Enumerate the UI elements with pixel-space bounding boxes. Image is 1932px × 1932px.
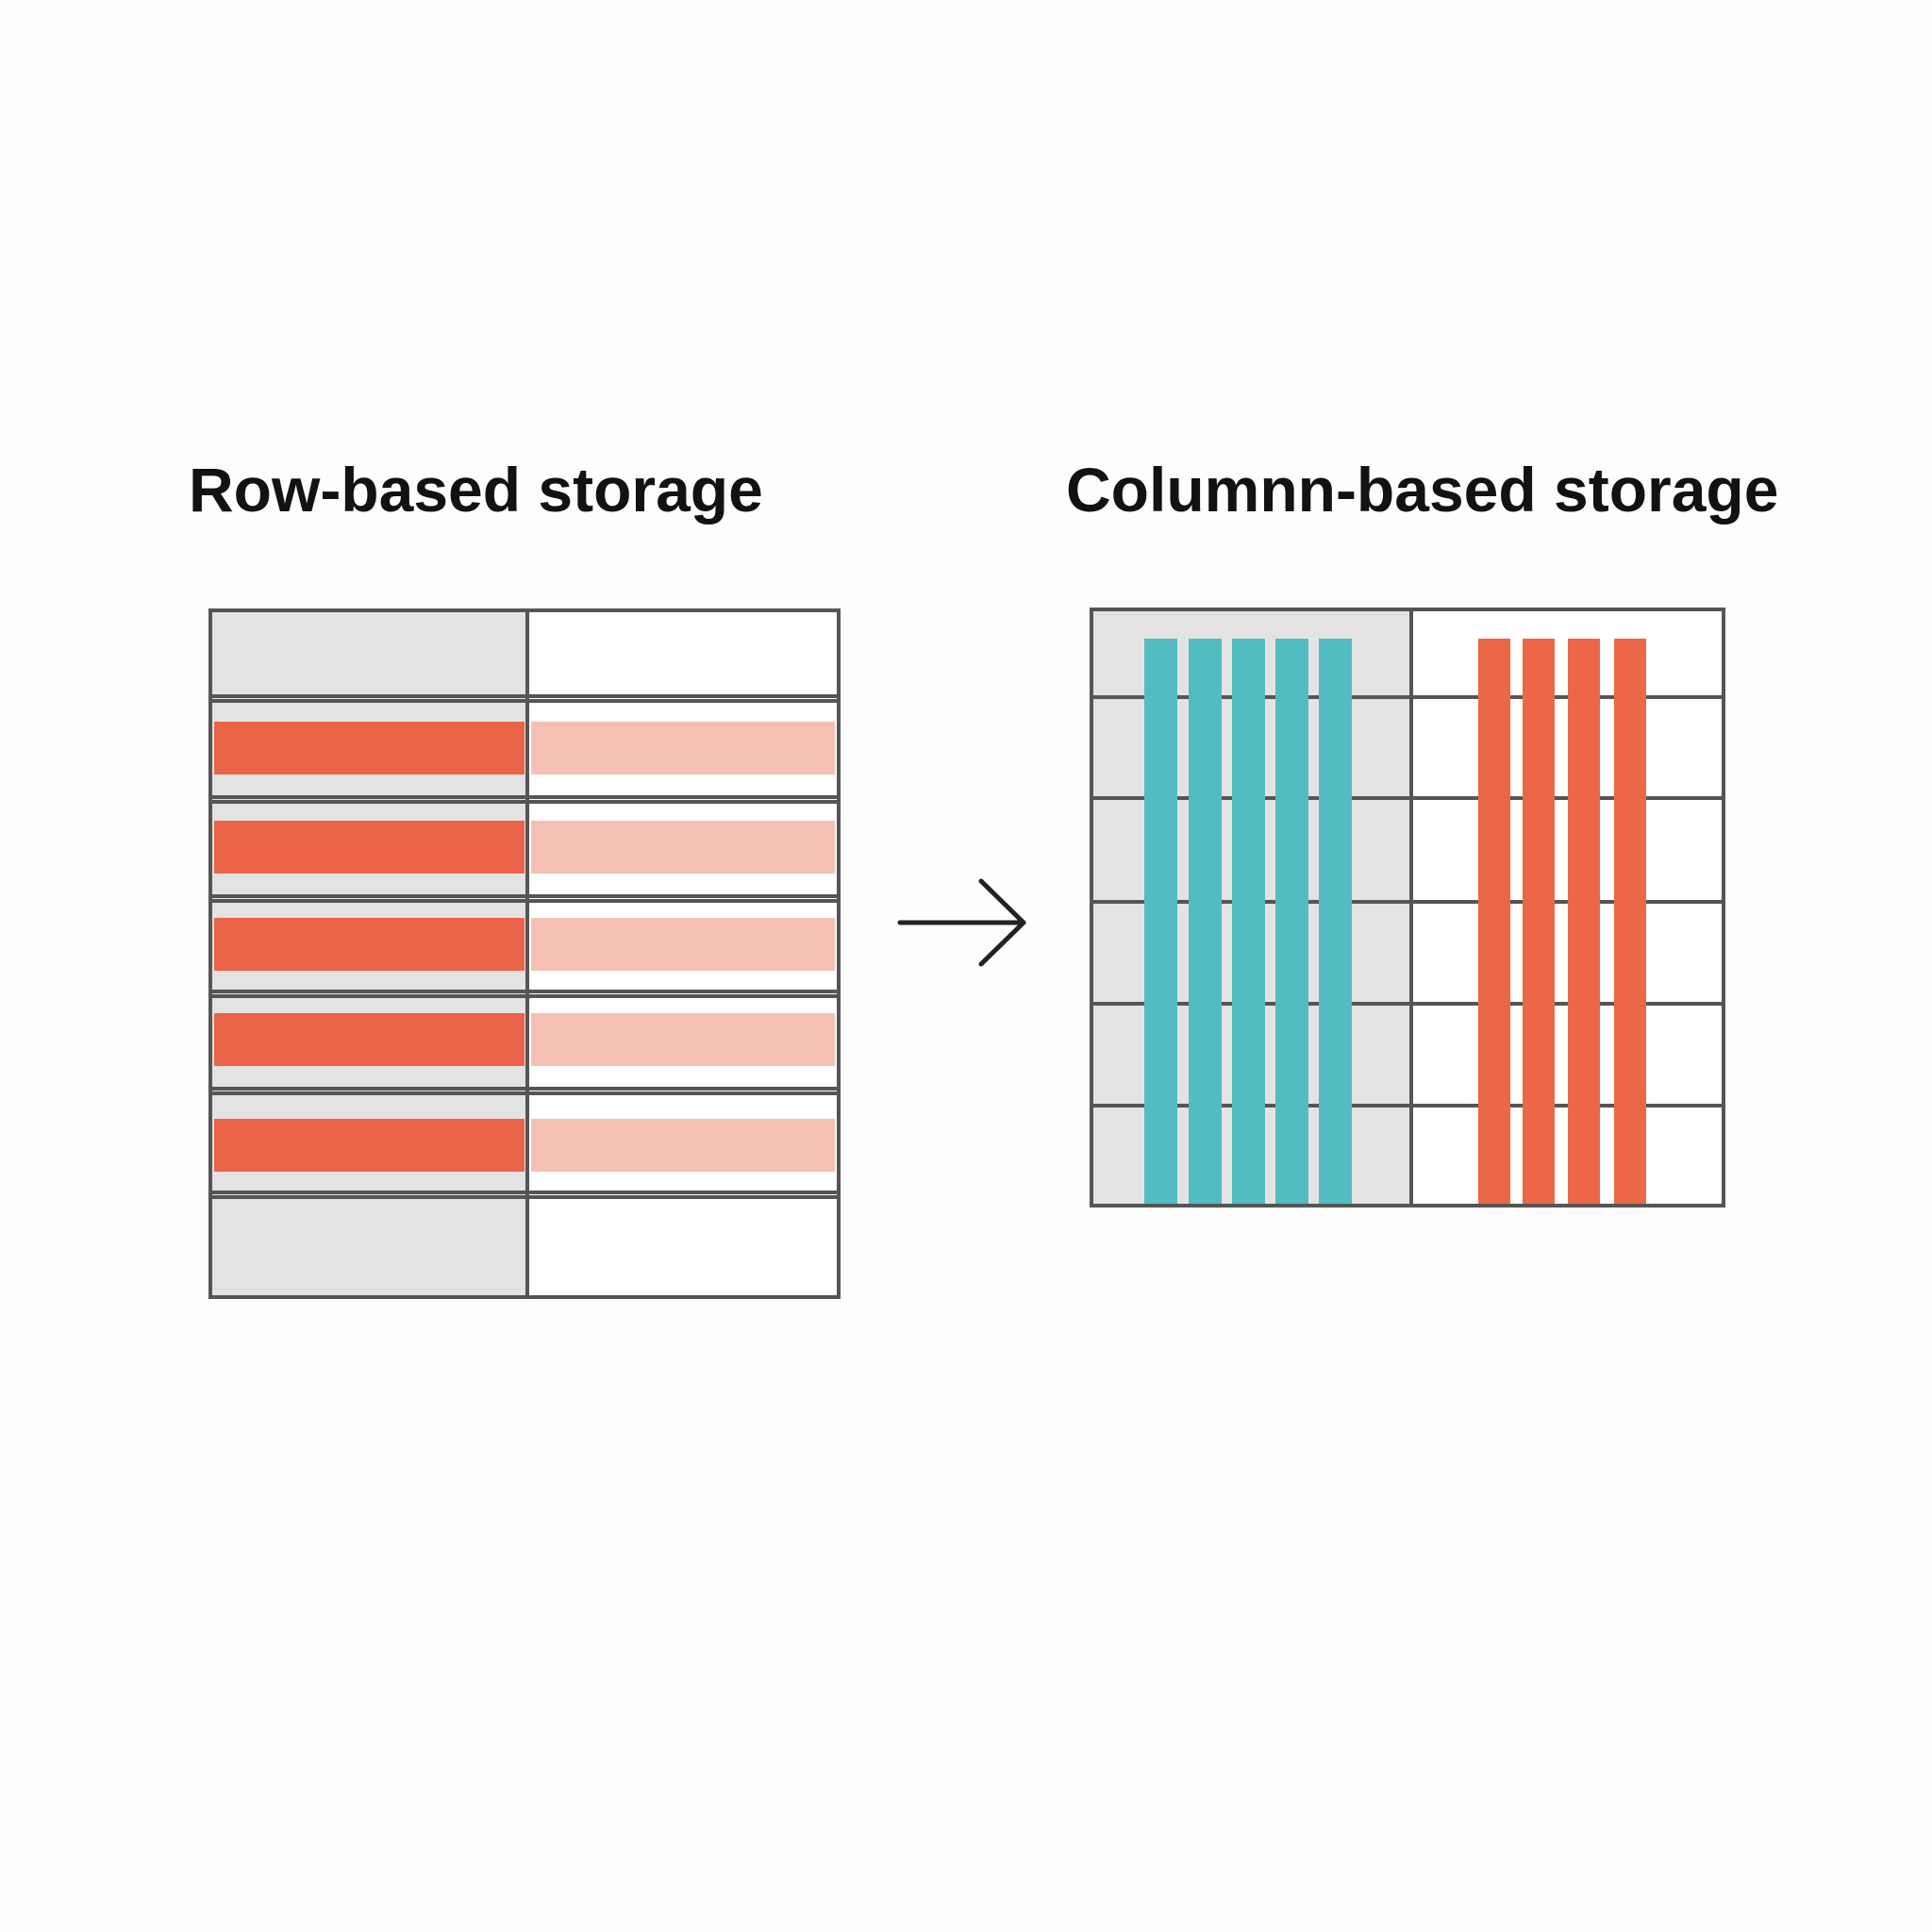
row-bar-light <box>531 918 835 971</box>
row-bar-light <box>531 1119 835 1172</box>
column-based-title: Columnn-based storage <box>1066 455 1779 525</box>
row-bar-light <box>531 1013 835 1066</box>
column-bar-teal <box>1319 639 1352 1206</box>
row-bars <box>214 722 835 1172</box>
row-bar-light <box>531 722 835 774</box>
column-table-border <box>1090 608 1725 1208</box>
arrow-right-icon <box>897 878 1026 967</box>
column-bar-orange <box>1478 639 1510 1206</box>
column-bar-orange <box>1523 639 1555 1206</box>
row-bar-light <box>531 821 835 874</box>
column-bar-teal <box>1189 639 1222 1206</box>
row-bar-strong <box>214 722 525 774</box>
column-bar-teal <box>1232 639 1265 1206</box>
column-bar-orange <box>1614 639 1646 1206</box>
column-bar-orange <box>1568 639 1600 1206</box>
row-bar-strong <box>214 1119 525 1172</box>
row-bar-strong <box>214 1013 525 1066</box>
row-based-title: Row-based storage <box>189 455 763 525</box>
row-bar-strong <box>214 918 525 971</box>
column-bars <box>1144 639 1646 1206</box>
column-bar-teal <box>1144 639 1177 1206</box>
row-table-grid <box>208 608 841 1299</box>
column-storage-table <box>1090 608 1725 1208</box>
row-bar-strong <box>214 821 525 874</box>
row-storage-table <box>208 608 841 1299</box>
column-bar-teal <box>1275 639 1308 1206</box>
